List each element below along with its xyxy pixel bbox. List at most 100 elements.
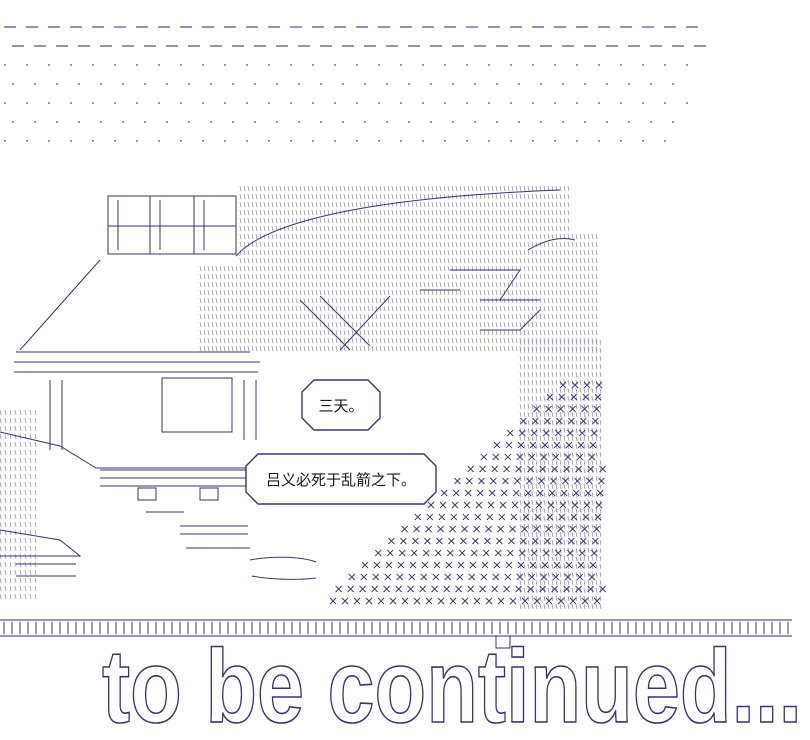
- hatch-stroke: [363, 305, 366, 312]
- foliage-mark: [552, 453, 560, 461]
- hatch-stroke: [531, 185, 534, 192]
- hatch-stroke: [355, 257, 358, 264]
- hatch-stroke: [443, 257, 446, 264]
- hatch-stroke: [479, 281, 482, 288]
- hatch-stroke: [495, 225, 498, 232]
- foliage-mark: [557, 525, 564, 533]
- foliage-mark: [448, 537, 455, 545]
- hatch-stroke: [551, 403, 554, 410]
- hatch-stroke: [531, 313, 534, 320]
- hatch-stroke: [547, 305, 550, 312]
- hatch-stroke: [339, 185, 342, 192]
- hatch-stroke: [223, 297, 226, 304]
- hatch-stroke: [335, 273, 338, 280]
- hatch-stroke: [579, 363, 582, 370]
- hatch-stroke: [203, 313, 206, 320]
- hatch-stroke: [587, 403, 590, 410]
- sky-dot: [686, 102, 688, 104]
- hatch-stroke: [547, 225, 550, 232]
- hatch-stroke: [311, 249, 314, 256]
- hatch-stroke: [551, 395, 554, 402]
- foliage-mark: [542, 549, 550, 557]
- foliage-mark: [401, 525, 408, 533]
- sky-dot: [48, 102, 50, 104]
- hatch-stroke: [19, 473, 22, 480]
- hatch-stroke: [259, 297, 262, 304]
- hatch-stroke: [247, 281, 250, 288]
- hatch-stroke: [583, 249, 586, 256]
- hatch-stroke: [34, 537, 37, 544]
- hatch-stroke: [29, 417, 32, 424]
- hatch-stroke: [263, 265, 266, 272]
- hatch-stroke: [239, 209, 242, 216]
- hatch-stroke: [215, 281, 218, 288]
- hatch-stroke: [407, 345, 410, 352]
- hatch-stroke: [503, 257, 506, 264]
- hatch-stroke: [463, 193, 466, 200]
- hatch-stroke: [531, 379, 534, 386]
- hatch-stroke: [563, 563, 566, 570]
- hatch-stroke: [503, 337, 506, 344]
- hatch-stroke: [271, 265, 274, 272]
- hatch-stroke: [419, 257, 422, 264]
- hatch-stroke: [363, 265, 366, 272]
- hatch-stroke: [519, 379, 522, 386]
- hatch-stroke: [291, 273, 294, 280]
- hatch-stroke: [271, 313, 274, 320]
- hatch-stroke: [511, 185, 514, 192]
- hatch-stroke: [243, 297, 246, 304]
- hatch-stroke: [443, 313, 446, 320]
- hatch-stroke: [0, 521, 2, 528]
- hatch-stroke: [583, 305, 586, 312]
- hatch-stroke: [487, 193, 490, 200]
- hatch-stroke: [543, 539, 546, 546]
- hatch-stroke: [319, 297, 322, 304]
- hatch-stroke: [299, 329, 302, 336]
- hatch-stroke: [263, 217, 266, 224]
- hatch-stroke: [579, 313, 582, 320]
- hatch-stroke: [551, 249, 554, 256]
- hatch-stroke: [407, 185, 410, 192]
- hatch-stroke: [327, 289, 330, 296]
- hatch-stroke: [243, 201, 246, 208]
- hatch-stroke: [335, 329, 338, 336]
- sky-dot: [598, 26, 610, 28]
- foliage-mark: [539, 465, 546, 473]
- hatch-stroke: [491, 201, 494, 208]
- hatch-stroke: [315, 329, 318, 336]
- foliage-mark: [593, 597, 601, 605]
- hatch-stroke: [343, 329, 346, 336]
- hatch-stroke: [519, 435, 522, 442]
- hatch-stroke: [551, 225, 554, 232]
- foliage-mark: [576, 453, 584, 461]
- foliage-mark: [398, 549, 406, 557]
- hatch-stroke: [439, 249, 442, 256]
- hatch-stroke: [24, 593, 27, 600]
- hatch-stroke: [571, 233, 574, 240]
- hatch-stroke: [375, 225, 378, 232]
- hatch-stroke: [351, 249, 354, 256]
- hatch-stroke: [287, 217, 290, 224]
- hatch-stroke: [595, 467, 598, 474]
- hatch-stroke: [347, 289, 350, 296]
- hatch-stroke: [247, 201, 250, 208]
- hatch-stroke: [427, 313, 430, 320]
- hatch-stroke: [575, 443, 578, 450]
- hatch-stroke: [471, 257, 474, 264]
- speech-bubble-short: 三天。: [301, 379, 381, 431]
- hatch-stroke: [599, 547, 602, 554]
- hatch-stroke: [355, 241, 358, 248]
- hatch-stroke: [267, 313, 270, 320]
- hatch-stroke: [567, 313, 570, 320]
- hatch-stroke: [355, 233, 358, 240]
- sky-dot: [650, 121, 652, 123]
- hatch-stroke: [479, 329, 482, 336]
- hatch-stroke: [539, 419, 542, 426]
- hatch-stroke: [387, 209, 390, 216]
- hatch-stroke: [575, 387, 578, 394]
- hatch-stroke: [559, 451, 562, 458]
- sky-dot: [540, 121, 542, 123]
- hatch-stroke: [463, 241, 466, 248]
- hatch-stroke: [479, 233, 482, 240]
- hatch-stroke: [331, 201, 334, 208]
